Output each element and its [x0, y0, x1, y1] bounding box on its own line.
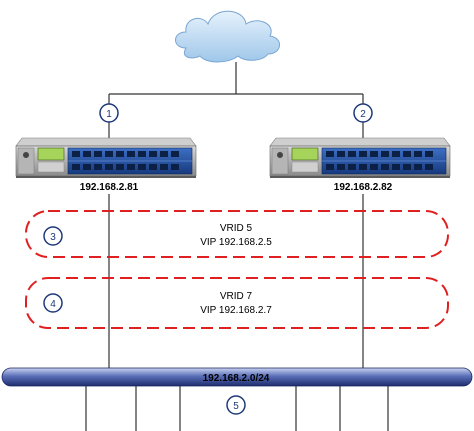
appliance-downlinks: [108, 194, 364, 368]
svg-text:2: 2: [360, 109, 366, 120]
vrid-5-label: VRID 5: [220, 223, 253, 234]
network-appliance-icon: [269, 137, 451, 178]
svg-text:3: 3: [50, 232, 56, 243]
vrid-7-label: VRID 7: [220, 291, 253, 302]
callout-5: 5: [226, 395, 246, 415]
uplink-lines: [108, 62, 364, 140]
host-drops: [85, 386, 389, 431]
vip-7-label: VIP 192.168.2.7: [200, 305, 272, 316]
svg-text:4: 4: [50, 299, 56, 310]
svg-text:5: 5: [233, 401, 239, 412]
callout-2: 2: [353, 103, 373, 123]
lan-bus-icon: 192.168.2.0/24: [1, 367, 473, 387]
callout-3: [43, 226, 63, 246]
appliance-1-ip: 192.168.2.81: [80, 182, 139, 193]
network-appliance-icon: [15, 137, 197, 178]
svg-text:1: 1: [106, 109, 112, 120]
vip-5-label: VIP 192.168.2.5: [200, 237, 272, 248]
vrrp-group-1: 3 VRID 5 VIP 192.168.2.5: [25, 210, 449, 258]
subnet-label: 192.168.2.0/24: [203, 373, 270, 384]
vrrp-group-2: 4 VRID 7 VIP 192.168.2.7: [25, 277, 449, 329]
cloud-icon: [175, 10, 280, 63]
callout-4: [43, 293, 63, 313]
appliance-2-ip: 192.168.2.82: [334, 182, 393, 193]
callout-1: 1: [99, 103, 119, 123]
